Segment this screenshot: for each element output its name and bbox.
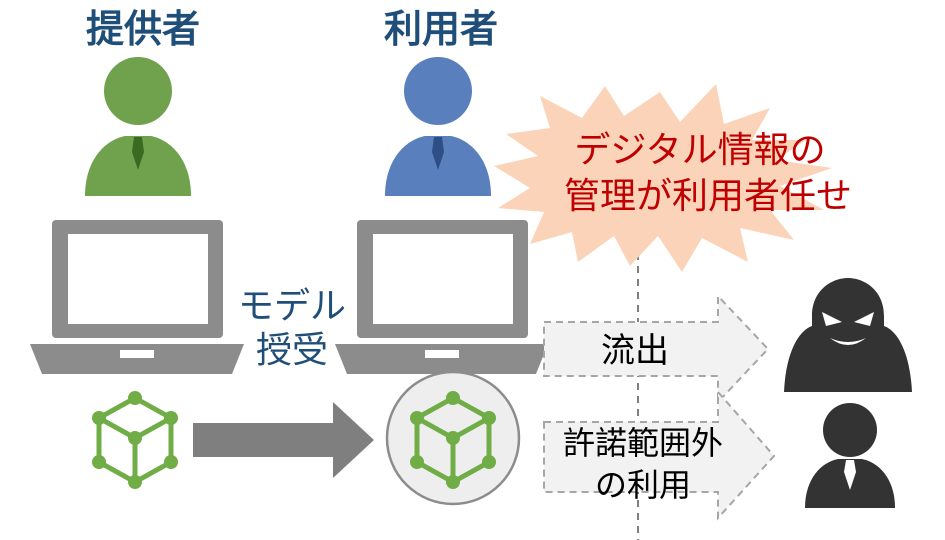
user-label: 利用者: [384, 7, 498, 51]
model-transfer-label-line1: モデル: [238, 286, 346, 327]
leak-arrow-icon: [543, 293, 770, 405]
provider-tie-icon: [132, 137, 144, 170]
provider-person-icon: [85, 57, 191, 196]
transfer-arrow-icon: [193, 402, 374, 478]
provider-laptop-icon: [30, 220, 244, 374]
user-tie-icon: [432, 137, 444, 170]
user-laptop-icon: [335, 220, 548, 374]
model-transfer-label-line2: 授受: [256, 330, 328, 371]
dark-person-tie-icon: [844, 460, 856, 490]
burst-callout-shape: [494, 84, 832, 272]
out-of-scope-label-line1: 許諾範囲外: [563, 424, 723, 462]
masked-thief-icon: [784, 278, 912, 392]
user-person-icon: [385, 57, 491, 196]
leak-label: 流出: [601, 331, 669, 371]
dark-person-icon: [805, 403, 895, 508]
provider-label: 提供者: [86, 7, 200, 51]
out-of-scope-label-line2: の利用: [595, 466, 691, 504]
provider-model-nodes: [92, 391, 178, 489]
out-of-scope-arrow-icon: [543, 389, 776, 521]
burst-text-line1: デジタル情報の: [574, 130, 825, 171]
user-model-nodes: [410, 391, 496, 489]
burst-text-line2: 管理が利用者任せ: [564, 176, 852, 217]
